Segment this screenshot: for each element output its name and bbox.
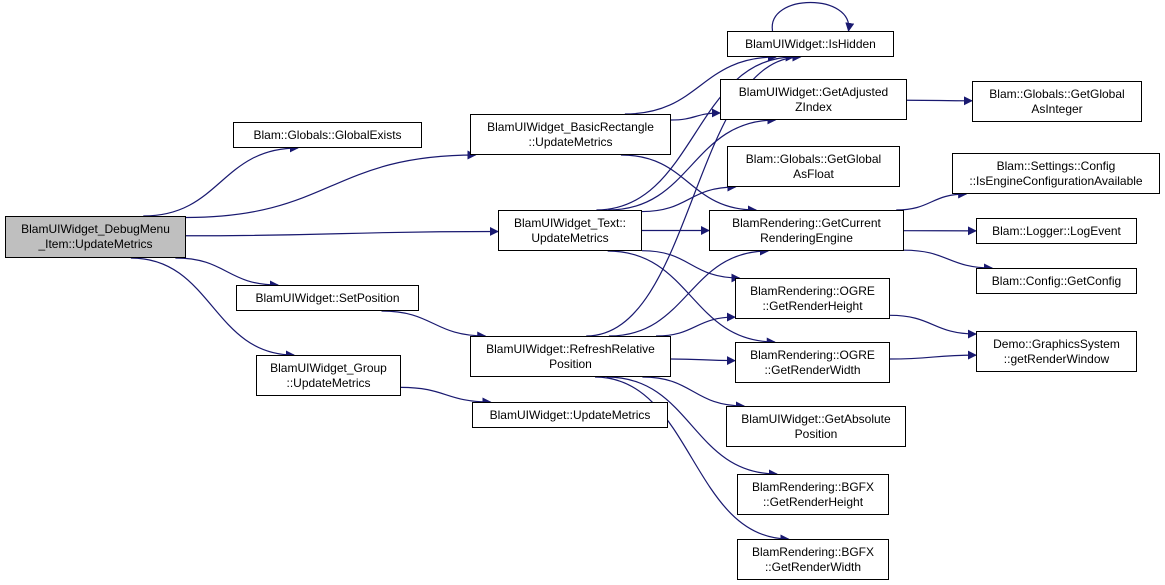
node-label-line: Position xyxy=(794,426,838,441)
node-uiwidget-getadjustedzindex[interactable]: BlamUIWidget::GetAdjusted ZIndex xyxy=(720,79,907,120)
node-label-line: BlamUIWidget::IsHidden xyxy=(745,36,876,51)
node-label-line: BlamUIWidget_BasicRectangle xyxy=(487,119,654,134)
node-graphicssystem-getrenderwindow[interactable]: Demo::GraphicsSystem ::getRenderWindow xyxy=(976,331,1137,372)
node-label-line: BlamUIWidget_DebugMenu xyxy=(21,222,170,236)
node-label-line: UpdateMetrics xyxy=(531,230,609,245)
node-label-line: Blam::Globals::GetGlobal xyxy=(989,86,1125,101)
node-label-line: Position xyxy=(549,356,592,371)
edge-refresh-to-curengine xyxy=(608,246,770,337)
edge-root-to-text xyxy=(185,226,499,237)
edge-root-to-globexist xyxy=(143,143,299,217)
node-logger-logevent[interactable]: Blam::Logger::LogEvent xyxy=(976,218,1137,244)
edge-root-to-group xyxy=(130,257,295,360)
node-uiwidget-updatemetrics[interactable]: BlamUIWidget::UpdateMetrics xyxy=(472,402,668,428)
node-settings-config-isengineconfigurationavailable[interactable]: Blam::Settings::Config ::IsEngineConfigu… xyxy=(952,153,1160,194)
node-group-updatemetrics[interactable]: BlamUIWidget_Group ::UpdateMetrics xyxy=(256,355,401,396)
node-debugmenu-item-updatemetrics[interactable]: BlamUIWidget_DebugMenu _Item::UpdateMetr… xyxy=(5,216,186,258)
edge-refresh-to-ogreh xyxy=(656,312,736,337)
node-label-line: Blam::Logger::LogEvent xyxy=(992,223,1121,238)
node-label-line: BlamRendering::BGFX xyxy=(751,544,875,559)
edge-ishidden-to-ishidden xyxy=(771,2,855,32)
node-label-line: ::GetRenderWidth xyxy=(764,362,861,377)
edge-setpos-to-refresh xyxy=(381,310,487,341)
node-label-line: Blam::Settings::Config xyxy=(996,158,1116,173)
edge-text-to-ishidden xyxy=(596,52,795,211)
node-label-line: _Item::UpdateMetrics xyxy=(38,237,153,251)
node-text-updatemetrics[interactable]: BlamUIWidget_Text:: UpdateMetrics xyxy=(498,210,642,251)
node-label-line: ::UpdateMetrics xyxy=(528,134,613,149)
node-label-line: Demo::GraphicsSystem xyxy=(993,336,1120,351)
node-basicrectangle-updatemetrics[interactable]: BlamUIWidget_BasicRectangle ::UpdateMetr… xyxy=(470,114,671,155)
edge-root-to-setpos xyxy=(175,257,279,290)
edge-text-to-ogreh xyxy=(641,250,741,283)
node-label-line: BlamRendering::BGFX xyxy=(751,479,875,494)
node-label-line: ::GetRenderHeight xyxy=(762,494,864,509)
node-label-line: BlamUIWidget::UpdateMetrics xyxy=(489,407,651,422)
node-label-line: ::GetRenderWidth xyxy=(764,559,862,574)
edge-adjz-to-getint xyxy=(906,96,973,106)
edge-basicrect-to-ishidden xyxy=(624,52,777,115)
edge-refresh-to-bgfxw xyxy=(594,376,790,544)
edge-refresh-to-abspos xyxy=(642,376,746,411)
node-bgfx-getrenderheight[interactable]: BlamRendering::BGFX ::GetRenderHeight xyxy=(737,474,889,515)
node-label-line: BlamRendering::OGRE xyxy=(750,347,875,362)
node-uiwidget-refreshrelativeposition[interactable]: BlamUIWidget::RefreshRelative Position xyxy=(470,336,671,377)
edge-ogrew-to-renderwin xyxy=(889,350,977,360)
node-label-line: AsInteger xyxy=(1031,101,1083,116)
edge-basicrect-to-adjz xyxy=(670,108,721,121)
node-label-line: BlamRendering::OGRE xyxy=(750,283,875,298)
node-ogre-getrenderwidth[interactable]: BlamRendering::OGRE ::GetRenderWidth xyxy=(735,342,890,383)
node-label-line: RenderingEngine xyxy=(760,230,853,245)
edge-text-to-ogrew xyxy=(607,250,776,347)
node-uiwidget-setposition[interactable]: BlamUIWidget::SetPosition xyxy=(236,285,419,311)
edge-refresh-to-ishidden xyxy=(586,52,802,337)
node-label-line: BlamUIWidget_Text:: xyxy=(513,215,627,230)
edge-curengine-to-getconfig xyxy=(903,249,994,273)
node-label-line: BlamRendering::GetCurrent xyxy=(732,215,881,230)
node-label-line: Blam::Globals::GetGlobal xyxy=(745,151,882,166)
node-label-line: ::getRenderWindow xyxy=(1003,351,1110,366)
node-uiwidget-ishidden[interactable]: BlamUIWidget::IsHidden xyxy=(727,31,894,57)
node-label-line: BlamUIWidget::SetPosition xyxy=(255,290,400,305)
edge-root-to-basicrect xyxy=(185,150,477,219)
node-rendering-getcurrentrenderingengine[interactable]: BlamRendering::GetCurrent RenderingEngin… xyxy=(709,210,904,251)
edge-refresh-to-ogrew xyxy=(670,356,736,366)
node-label-line: ZIndex xyxy=(795,99,832,114)
node-ogre-getrenderheight[interactable]: BlamRendering::OGRE ::GetRenderHeight xyxy=(735,278,890,319)
node-label-line: BlamUIWidget::RefreshRelative xyxy=(486,341,655,356)
node-config-getconfig[interactable]: Blam::Config::GetConfig xyxy=(976,268,1137,294)
edge-text-to-adjz xyxy=(608,115,777,211)
edge-text-to-getfloat xyxy=(641,182,737,213)
edge-basicrect-to-curengine xyxy=(620,154,758,215)
edge-group-to-updmet xyxy=(400,386,492,407)
node-label-line: ::UpdateMetrics xyxy=(286,375,371,390)
node-label-line: ::GetRenderHeight xyxy=(762,298,863,313)
edge-curengine-to-engcfg xyxy=(896,189,968,211)
node-label-line: Blam::Globals::GlobalExists xyxy=(253,127,402,142)
edge-ogreh-to-renderwin xyxy=(889,314,977,339)
node-uiwidget-getabsoluteposition[interactable]: BlamUIWidget::GetAbsolute Position xyxy=(726,406,906,447)
node-label-line: BlamUIWidget::GetAdjusted xyxy=(738,84,889,99)
node-label-line: Blam::Config::GetConfig xyxy=(991,273,1122,288)
node-label-line: BlamUIWidget::GetAbsolute xyxy=(741,411,891,426)
node-globals-getglobalasinteger[interactable]: Blam::Globals::GetGlobal AsInteger xyxy=(972,81,1142,122)
node-label-line: AsFloat xyxy=(793,166,834,181)
node-globals-globalexists[interactable]: Blam::Globals::GlobalExists xyxy=(233,122,422,148)
node-globals-getglobalasfloat[interactable]: Blam::Globals::GetGlobal AsFloat xyxy=(727,146,900,187)
node-bgfx-getrenderwidth[interactable]: BlamRendering::BGFX ::GetRenderWidth xyxy=(737,539,889,580)
node-label-line: BlamUIWidget_Group xyxy=(270,360,387,375)
node-label-line: ::IsEngineConfigurationAvailable xyxy=(969,173,1143,188)
edge-refresh-to-bgfxh xyxy=(606,376,778,479)
